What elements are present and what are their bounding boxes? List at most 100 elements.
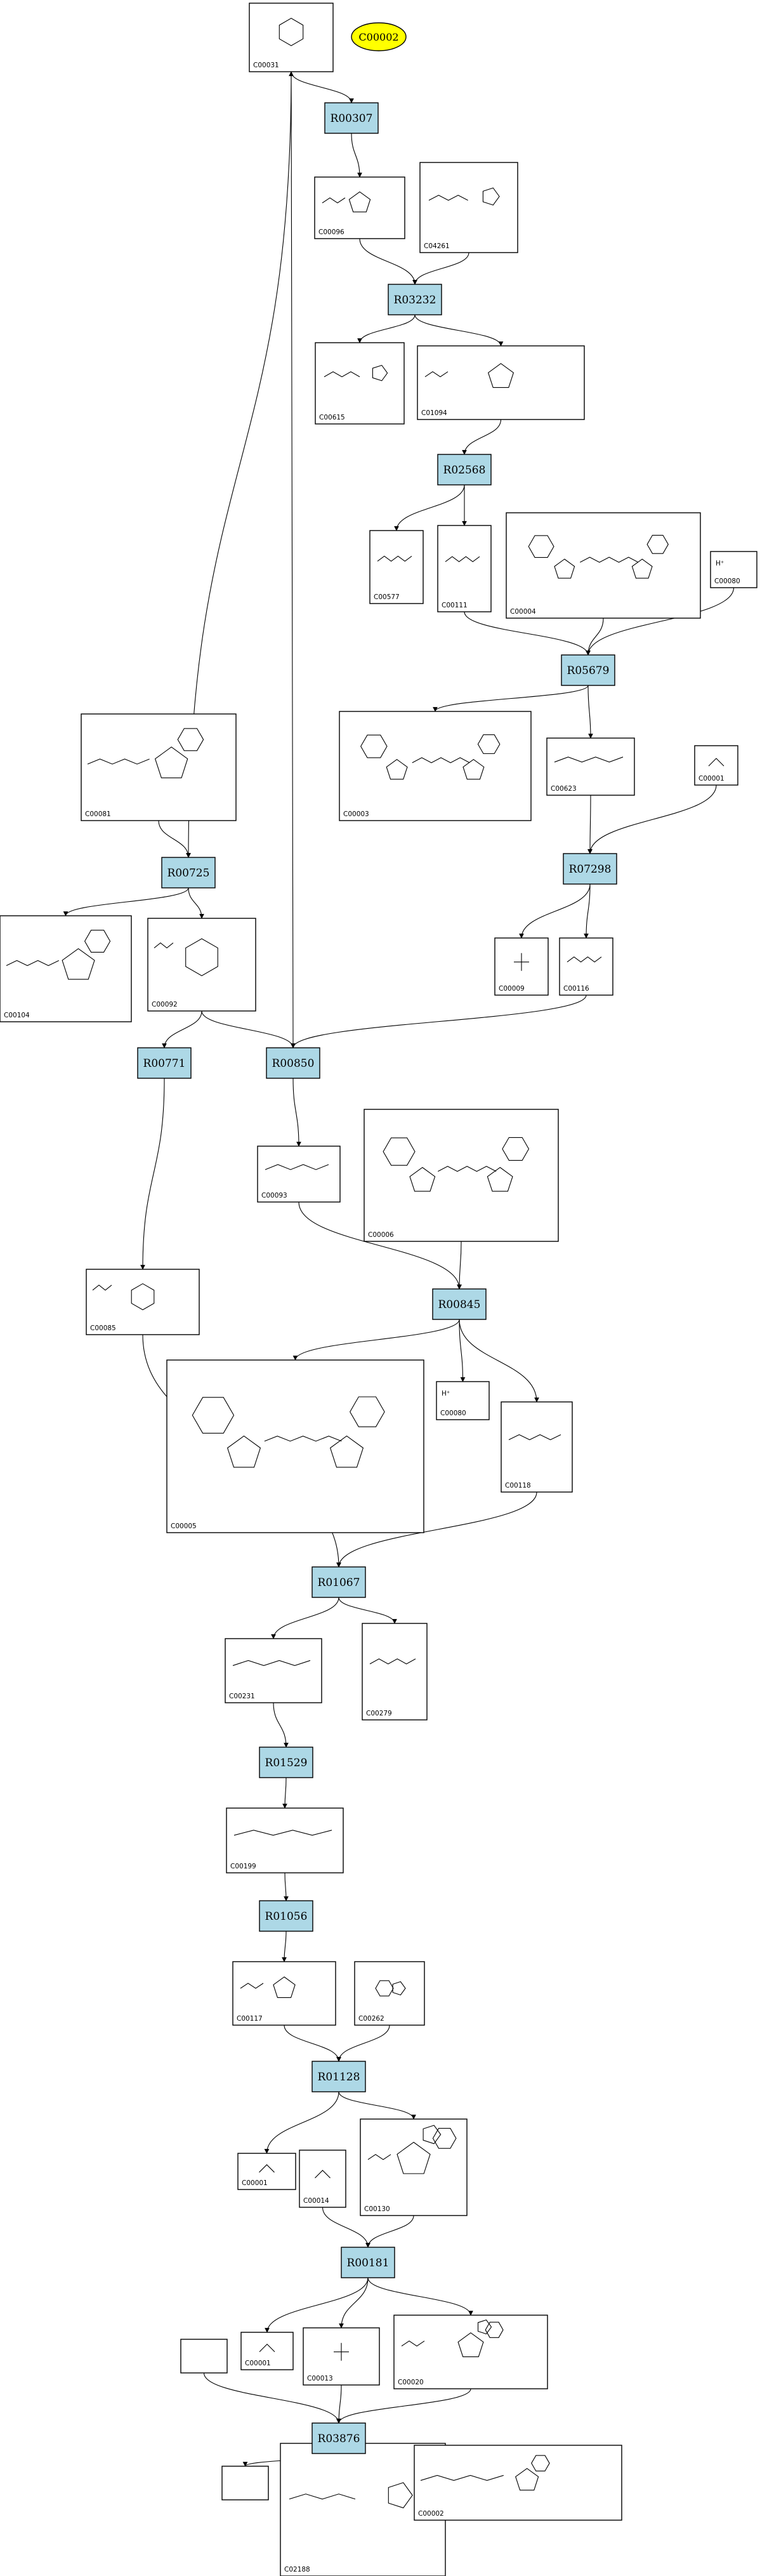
edge-arrow	[587, 685, 593, 739]
reaction-node[interactable]: R00307	[324, 102, 379, 134]
compound-node[interactable]: C04261	[419, 162, 518, 253]
compound-id: C00031	[253, 62, 279, 69]
edge-arrow	[359, 238, 417, 285]
edge-arrow	[188, 887, 204, 919]
reaction-node[interactable]: R03232	[388, 284, 442, 315]
edge-arrow	[457, 1241, 462, 1290]
edge-arrow	[292, 1078, 301, 1147]
reaction-node[interactable]: R07298	[563, 853, 617, 885]
structure-glyph	[528, 534, 669, 579]
reaction-node[interactable]: R03876	[311, 2422, 366, 2454]
compound-node[interactable]: C00001	[237, 2153, 296, 2190]
structure-glyph	[567, 956, 602, 963]
edge-arrow	[322, 2207, 370, 2248]
compound-id: C00001	[242, 2179, 268, 2187]
compound-id: C00014	[303, 2197, 329, 2205]
edge-arrow	[365, 2215, 414, 2248]
edge-arrow	[292, 1319, 460, 1361]
compound-node[interactable]: C00013	[303, 2327, 380, 2386]
compound-id: C00013	[307, 2375, 333, 2382]
structure-glyph	[315, 2170, 331, 2179]
reaction-id: R03232	[394, 294, 436, 307]
edge-arrow	[336, 2388, 471, 2424]
edge-arrow	[587, 795, 593, 854]
reaction-node[interactable]: R02568	[437, 454, 492, 485]
compound-node[interactable]: C00081	[81, 713, 237, 821]
reaction-node[interactable]: R00725	[161, 857, 216, 888]
compound-id: C00279	[366, 1710, 392, 1717]
compound-node[interactable]: C00014	[299, 2150, 346, 2208]
compound-id: C00096	[318, 228, 344, 236]
compound-node[interactable]: C00104	[0, 915, 132, 1022]
reaction-node[interactable]: R01128	[311, 2061, 366, 2092]
compound-node[interactable]: C00002	[414, 2445, 622, 2521]
compound-node[interactable]: C00130	[360, 2118, 468, 2216]
compound-node[interactable]: C00001	[240, 2332, 294, 2370]
compound-node[interactable]: C00111	[437, 525, 492, 612]
reaction-id: R00771	[143, 1057, 186, 1070]
compound-node[interactable]: H⁺C00080	[710, 551, 757, 588]
compound-node[interactable]	[180, 2339, 228, 2374]
compound-id: C00104	[4, 1012, 30, 1019]
compound-node[interactable]: C01094	[417, 345, 585, 420]
structure-glyph	[360, 734, 501, 780]
edge-arrow	[201, 1010, 296, 1048]
compound-node[interactable]: C00262	[354, 1961, 425, 2026]
compound-node[interactable]: C00199	[226, 1807, 344, 1873]
reaction-node[interactable]: R00771	[137, 1047, 192, 1079]
compound-node[interactable]	[221, 2466, 269, 2500]
compound-id: C00005	[171, 1522, 197, 1530]
compound-node[interactable]: C00005	[166, 1359, 424, 1533]
reaction-node[interactable]: R01529	[259, 1747, 313, 1778]
compound-id: C00092	[152, 1001, 178, 1008]
reaction-node[interactable]: R01067	[311, 1566, 366, 1598]
compound-id: C02188	[284, 2566, 310, 2573]
compound-node[interactable]: C00615	[315, 342, 405, 425]
compound-node[interactable]: C00006	[364, 1109, 559, 1242]
compound-node[interactable]: C00085	[86, 1269, 200, 1335]
compound-node[interactable]: C00001	[694, 745, 738, 786]
reaction-id: R00307	[331, 112, 373, 125]
structure-glyph	[508, 1434, 561, 1441]
structure-glyph	[428, 187, 500, 206]
start-marker-layer: C00002	[351, 22, 407, 51]
compound-node[interactable]: C00096	[314, 176, 405, 239]
edge-arrow	[587, 784, 717, 854]
compound-id: C00081	[85, 810, 111, 818]
reaction-id: R01056	[265, 1910, 308, 1923]
compound-node[interactable]: C00009	[494, 937, 549, 996]
start-marker-label: C00002	[358, 31, 398, 43]
structure-glyph	[192, 1396, 385, 1468]
compound-id: C00118	[505, 1482, 531, 1489]
edge-arrow	[336, 2024, 390, 2062]
structure-glyph	[87, 728, 204, 779]
compound-node[interactable]: C00092	[147, 918, 256, 1012]
compounds-layer: C00031C00096C04261C00615C01094C00577C001…	[0, 3, 757, 2576]
compound-node[interactable]: C00577	[369, 530, 424, 604]
compound-node[interactable]: C00117	[232, 1961, 336, 2026]
edge-arrow	[291, 994, 587, 1048]
compound-node[interactable]: C00279	[362, 1623, 428, 1721]
reaction-node[interactable]: R00845	[432, 1288, 487, 1320]
compound-id: C00001	[698, 775, 724, 783]
compound-node[interactable]: H⁺C00080	[436, 1381, 490, 1420]
reaction-node[interactable]: R05679	[561, 654, 615, 686]
edge-arrow	[462, 419, 502, 455]
reaction-node[interactable]: R00850	[266, 1047, 320, 1079]
edge-arrow	[584, 883, 591, 939]
compound-node[interactable]: C00004	[506, 512, 701, 619]
reaction-node[interactable]: R01056	[259, 1900, 313, 1932]
reaction-id: R01067	[318, 1576, 360, 1589]
compound-node[interactable]: C00003	[339, 711, 532, 821]
compound-node[interactable]: C00031	[249, 3, 334, 72]
compound-id: C00002	[418, 2510, 444, 2518]
structure-glyph	[369, 1658, 416, 1665]
compound-node[interactable]: C00118	[501, 1401, 573, 1493]
compound-node[interactable]: C00116	[559, 937, 613, 996]
compound-node[interactable]: C00020	[393, 2315, 548, 2389]
compound-node[interactable]: C00623	[546, 737, 635, 796]
compound-node[interactable]: C00093	[257, 1146, 341, 1203]
reaction-node[interactable]: R00181	[341, 2247, 395, 2278]
edge-arrow	[282, 1777, 287, 1809]
compound-node[interactable]: C00231	[225, 1638, 322, 1703]
